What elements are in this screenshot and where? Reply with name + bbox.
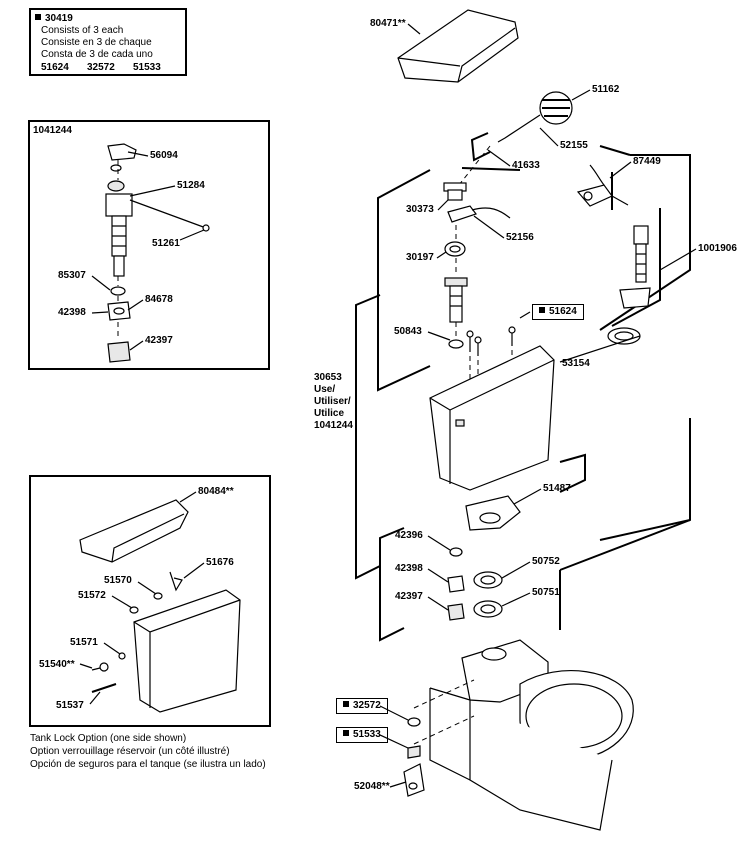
part-53154: 53154 (562, 358, 590, 369)
part-51570: 51570 (104, 575, 132, 586)
fill-valve-right-drawing (607, 225, 651, 345)
part-51261: 51261 (152, 238, 180, 249)
part-42396: 42396 (395, 530, 423, 541)
part-85307: 85307 (58, 270, 86, 281)
part-51162: 51162 (592, 84, 620, 95)
part-42397-box: 42397 (145, 335, 173, 346)
part-42398: 42398 (395, 563, 423, 574)
part-50751: 50751 (532, 587, 560, 598)
part-80471: 80471** (370, 18, 406, 29)
use-note-fr: Utiliser/ (314, 396, 351, 407)
part-51533-tag: 51533 (336, 727, 388, 743)
tank-lid-drawing (397, 9, 519, 83)
tank-lock-caption-en: Tank Lock Option (one side shown) (30, 733, 187, 744)
tank-lock-box-drawing (79, 499, 241, 713)
kit-part-2: 32572 (87, 62, 115, 73)
center-bracket-frame (377, 167, 521, 392)
part-51487: 51487 (543, 483, 571, 494)
use-note-en: Use/ (314, 384, 336, 395)
kit-part-3: 51533 (133, 62, 161, 73)
part-30197: 30197 (406, 252, 434, 263)
part-51537: 51537 (56, 700, 84, 711)
kit-line-3: Consta de 3 de cada uno (41, 49, 153, 60)
part-51624-tag: 51624 (532, 304, 584, 320)
kit-part-number: 30419 (35, 13, 73, 24)
part-51676: 51676 (206, 557, 234, 568)
part-51571: 51571 (70, 637, 98, 648)
part-50843: 50843 (394, 326, 422, 337)
bowl-hardware-drawing (403, 717, 425, 797)
part-56094: 56094 (150, 150, 178, 161)
gasket-plate-drawing (465, 453, 586, 531)
part-41633: 41633 (512, 160, 540, 171)
flush-valve-drawing (443, 182, 511, 349)
part-50752: 50752 (532, 556, 560, 567)
use-note-es: Utilice (314, 408, 345, 419)
part-32572-tag: 32572 (336, 698, 388, 714)
flapper-drawing (497, 91, 573, 143)
kit-part-1: 51624 (41, 62, 69, 73)
use-note-ref: 1041244 (314, 420, 353, 431)
part-52048: 52048** (354, 781, 390, 792)
lower-left-bracket (355, 294, 381, 580)
bowl-drawing (413, 639, 634, 831)
part-51284: 51284 (177, 180, 205, 191)
part-1001906: 1001906 (698, 243, 737, 254)
trip-lever-drawing (576, 164, 629, 207)
use-note-part: 30653 (314, 372, 342, 383)
part-42397: 42397 (395, 591, 423, 602)
part-42398-box: 42398 (58, 307, 86, 318)
fill-valve-box: 1041244 (28, 120, 270, 370)
part-51572: 51572 (78, 590, 106, 601)
part-80484: 80484** (198, 486, 234, 497)
tank-lock-caption-es: Opción de seguros para el tanque (se ilu… (30, 759, 266, 770)
part-52155: 52155 (560, 140, 588, 151)
lower-hardware-bracket (379, 418, 691, 642)
part-51540: 51540** (39, 659, 75, 670)
tank-lock-box (29, 475, 271, 727)
part-87449: 87449 (633, 156, 661, 167)
part-30373: 30373 (406, 204, 434, 215)
tank-lock-caption-fr: Option verrouillage réservoir (un côté i… (30, 746, 230, 757)
kit-line-1: Consists of 3 each (41, 25, 124, 36)
part-52156: 52156 (506, 232, 534, 243)
part-84678: 84678 (145, 294, 173, 305)
kit-box: 30419 Consists of 3 each Consiste en 3 d… (29, 8, 187, 76)
tank-drawing (429, 345, 555, 491)
kit-line-2: Consiste en 3 de chaque (41, 37, 152, 48)
fill-valve-box-title: 1041244 (33, 125, 72, 136)
